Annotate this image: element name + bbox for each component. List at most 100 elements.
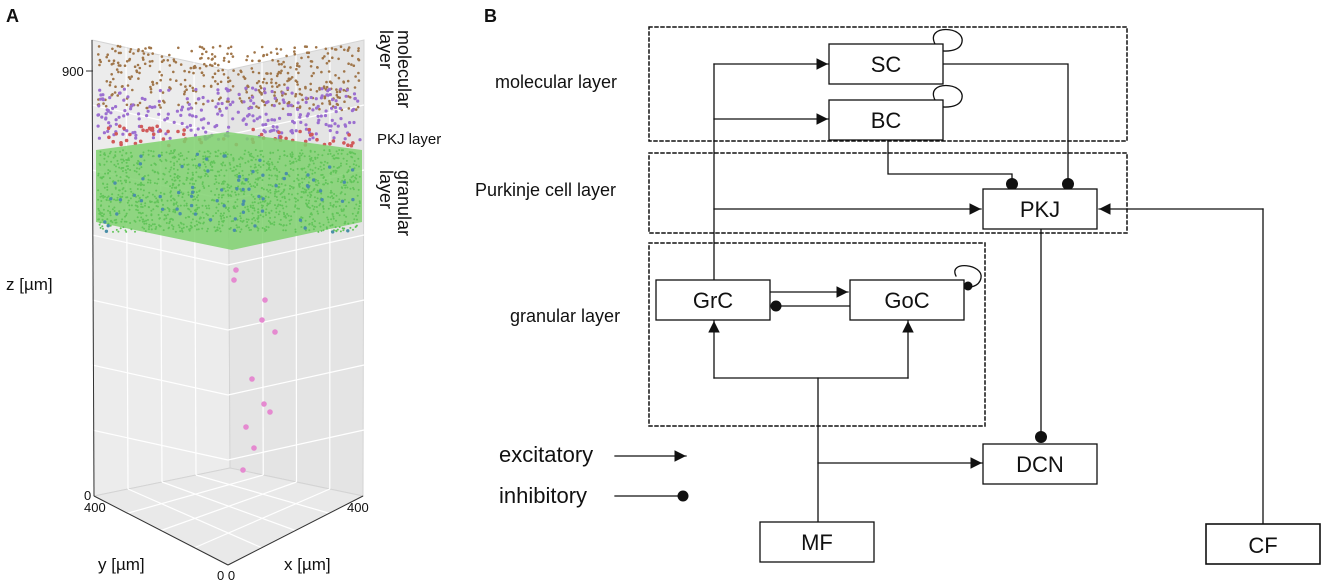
molecular-cell-dot: [109, 81, 112, 84]
molecular-cell-dot: [116, 44, 120, 48]
granule-cell-dot: [317, 182, 320, 185]
granule-cell-dot: [157, 172, 160, 175]
granule-cell-dot: [224, 190, 227, 193]
bc-sc-cell-dot: [290, 131, 295, 135]
bc-sc-cell-dot: [216, 88, 220, 92]
granule-cell-dot: [250, 222, 253, 225]
molecular-cell-dot: [111, 47, 114, 51]
granule-cell-dot: [326, 216, 329, 219]
molecular-cell-dot: [191, 86, 194, 90]
granule-cell-dot: [170, 217, 173, 220]
granule-cell-dot: [153, 223, 156, 226]
molecular-cell-dot: [337, 57, 340, 61]
node-bc: BC: [828, 99, 944, 141]
molecular-cell-dot: [166, 59, 170, 62]
granule-cell-dot: [300, 154, 303, 157]
granule-cell-dot: [290, 218, 293, 221]
molecular-cell-dot: [127, 76, 131, 79]
granule-cell-dot: [245, 225, 248, 228]
granule-cell-dot: [344, 184, 347, 187]
granule-cell-dot: [156, 199, 159, 202]
granule-cell-dot: [172, 167, 175, 170]
granule-cell-dot: [169, 168, 172, 171]
granule-cell-dot: [306, 205, 309, 208]
granule-cell-dot: [335, 229, 338, 232]
golgi-cell-dot: [177, 190, 181, 195]
molecular-cell-dot: [104, 104, 108, 108]
molecular-cell-dot: [273, 91, 277, 94]
granule-cell-dot: [140, 183, 142, 186]
molecular-cell-dot: [211, 64, 214, 67]
granule-cell-dot: [355, 164, 358, 167]
golgi-cell-dot: [118, 198, 123, 202]
granule-cell-dot: [223, 187, 226, 190]
molecular-cell-dot: [276, 85, 279, 88]
granule-cell-dot: [185, 225, 188, 228]
granule-cell-dot: [274, 204, 276, 207]
bc-sc-cell-dot: [99, 93, 103, 97]
molecular-cell-dot: [198, 45, 202, 49]
purkinje-cell-dot: [147, 126, 152, 131]
purkinje-cell-dot: [284, 136, 288, 141]
granule-cell-dot: [209, 152, 212, 155]
granule-cell-dot: [129, 151, 132, 154]
granule-cell-dot: [171, 178, 174, 181]
granule-cell-dot: [109, 170, 111, 173]
purkinje-cell-dot: [118, 124, 122, 128]
granule-cell-dot: [217, 203, 220, 206]
granule-cell-dot: [280, 223, 283, 226]
granule-cell-dot: [103, 186, 106, 189]
granule-cell-dot: [144, 202, 147, 205]
molecular-cell-dot: [342, 70, 346, 73]
molecular-cell-dot: [265, 53, 269, 56]
molecular-cell-dot: [112, 77, 115, 81]
molecular-cell-dot: [116, 94, 119, 97]
granule-cell-dot: [217, 209, 220, 212]
molecular-cell-dot: [335, 90, 339, 94]
bc-sc-cell-dot: [167, 88, 171, 92]
granule-cell-dot: [246, 205, 249, 208]
molecular-cell-dot: [279, 71, 282, 75]
granule-cell-dot: [120, 182, 123, 185]
purkinje-cell-dot: [111, 139, 115, 144]
panel-a: A 900 0 400 400 0 0 z [µm] y [µm] x [µm]: [6, 6, 441, 583]
granule-cell-dot: [215, 175, 218, 178]
granule-cell-dot: [172, 152, 174, 155]
granule-cell-dot: [138, 197, 141, 200]
granule-cell-dot: [182, 182, 185, 185]
granule-cell-dot: [105, 199, 108, 202]
bc-sc-cell-dot: [151, 136, 155, 140]
granule-cell-dot: [229, 215, 232, 218]
molecular-cell-dot: [260, 45, 264, 49]
granule-cell-dot: [252, 185, 255, 187]
golgi-cell-dot: [175, 207, 179, 211]
bc-sc-cell-dot: [264, 122, 268, 127]
granule-cell-dot: [340, 152, 343, 155]
molecular-cell-dot: [257, 89, 261, 92]
granule-cell-dot: [278, 223, 281, 226]
granule-cell-dot: [180, 191, 183, 194]
molecular-cell-dot: [117, 64, 121, 67]
granule-cell-dot: [317, 212, 320, 215]
molecular-cell-dot: [187, 70, 191, 74]
granule-cell-dot: [98, 209, 101, 212]
granule-cell-dot: [324, 160, 326, 163]
granule-cell-dot: [167, 227, 170, 230]
node-cf: CF: [1205, 523, 1321, 565]
molecular-cell-dot: [159, 106, 162, 109]
mossy-fiber-dot: [251, 445, 257, 451]
bc-sc-cell-dot: [202, 117, 206, 121]
granule-cell-dot: [215, 212, 217, 215]
granule-cell-dot: [151, 223, 154, 226]
granule-cell-dot: [155, 197, 158, 200]
molecular-cell-dot: [209, 84, 213, 88]
granule-cell-dot: [261, 200, 264, 203]
granule-cell-dot: [129, 222, 132, 224]
granule-cell-dot: [305, 199, 308, 202]
granule-cell-dot: [338, 149, 341, 151]
granule-cell-dot: [126, 201, 129, 204]
granule-cell-dot: [175, 187, 177, 189]
granule-cell-dot: [266, 188, 268, 191]
granule-cell-dot: [98, 212, 101, 215]
molecular-cell-dot: [336, 95, 340, 99]
